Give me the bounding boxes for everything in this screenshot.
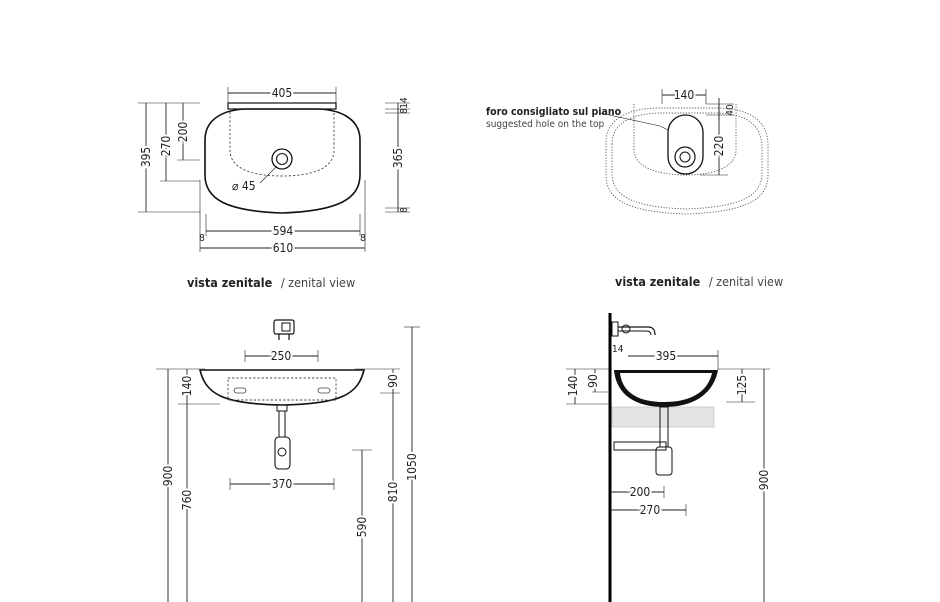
bottom-left-view: 250 900 140 760 370 90 810 590 1050	[156, 319, 421, 602]
countertop	[611, 406, 715, 428]
basin-outline-dotted-inner	[611, 112, 763, 210]
dim-395: 395	[139, 147, 153, 168]
dim-8-right: 8	[360, 233, 366, 244]
bottom-right-view: 14 395 140 90 125 900 200 270	[564, 313, 773, 602]
dim-900-side: 900	[757, 470, 771, 491]
dim-90-left: 90	[386, 374, 400, 388]
tap-icon	[273, 319, 295, 340]
drain-inner	[275, 152, 289, 166]
dim-810: 810	[386, 482, 400, 503]
caption-top-right: vista zenitale / zenital view	[615, 271, 783, 290]
dim-8-left: 8	[199, 233, 205, 244]
dim-140-left: 140	[180, 376, 194, 397]
dim-760: 760	[180, 490, 194, 511]
dim-200-side: 200	[630, 485, 651, 499]
dim-14-side: 14	[612, 344, 624, 355]
tap-hole-outer	[674, 146, 696, 168]
dim-270: 270	[159, 136, 173, 157]
bowl-dotted	[633, 104, 737, 176]
tap-hole-inner	[679, 151, 691, 163]
basin-back-strip	[227, 102, 337, 110]
dim-395-side: 395	[656, 349, 677, 363]
tap-side-icon	[611, 321, 656, 337]
dim-40: 40	[725, 104, 736, 116]
dim-370: 370	[272, 477, 293, 491]
caption-top-left: vista zenitale / zenital view	[187, 272, 355, 291]
siphon-side-icon	[613, 406, 673, 476]
dim-610: 610	[273, 241, 294, 255]
basin-outline	[204, 108, 361, 214]
basin-front-inner	[227, 377, 337, 401]
tap-slot	[667, 114, 704, 175]
dim-hole-45: ⌀ 45	[232, 179, 256, 193]
note-hole-en: suggested hole on the top	[486, 119, 604, 130]
bowl-dashed	[229, 112, 335, 177]
dim-590: 590	[355, 517, 369, 538]
dim-14: 14	[399, 97, 410, 109]
dim-594: 594	[273, 224, 294, 238]
dim-140: 140	[674, 88, 695, 102]
dim-250: 250	[271, 349, 292, 363]
dim-1050: 1050	[405, 453, 419, 481]
dim-365: 365	[391, 148, 405, 169]
dim-900-left: 900	[161, 466, 175, 487]
top-right-view: 140 40 220 foro consigliato sul piano su…	[486, 86, 783, 290]
drain-outer	[271, 148, 293, 170]
dim-90-side: 90	[586, 374, 600, 388]
siphon-icon	[274, 404, 291, 470]
dim-8-top: 8	[399, 108, 410, 114]
dim-220: 220	[712, 136, 726, 157]
dim-200: 200	[176, 122, 190, 143]
top-left-view: 405 395 270 200 365 14 8 8 ⌀ 45 594	[137, 84, 410, 291]
dim-8-bottom: 8	[399, 207, 410, 213]
note-hole-it: foro consigliato sul piano	[486, 106, 622, 118]
dim-140-side: 140	[566, 376, 580, 397]
dim-270-side: 270	[640, 503, 661, 517]
dim-125: 125	[735, 375, 749, 396]
dim-405: 405	[272, 86, 293, 100]
basin-front	[198, 369, 366, 406]
basin-outline-dotted-outer	[605, 107, 769, 215]
